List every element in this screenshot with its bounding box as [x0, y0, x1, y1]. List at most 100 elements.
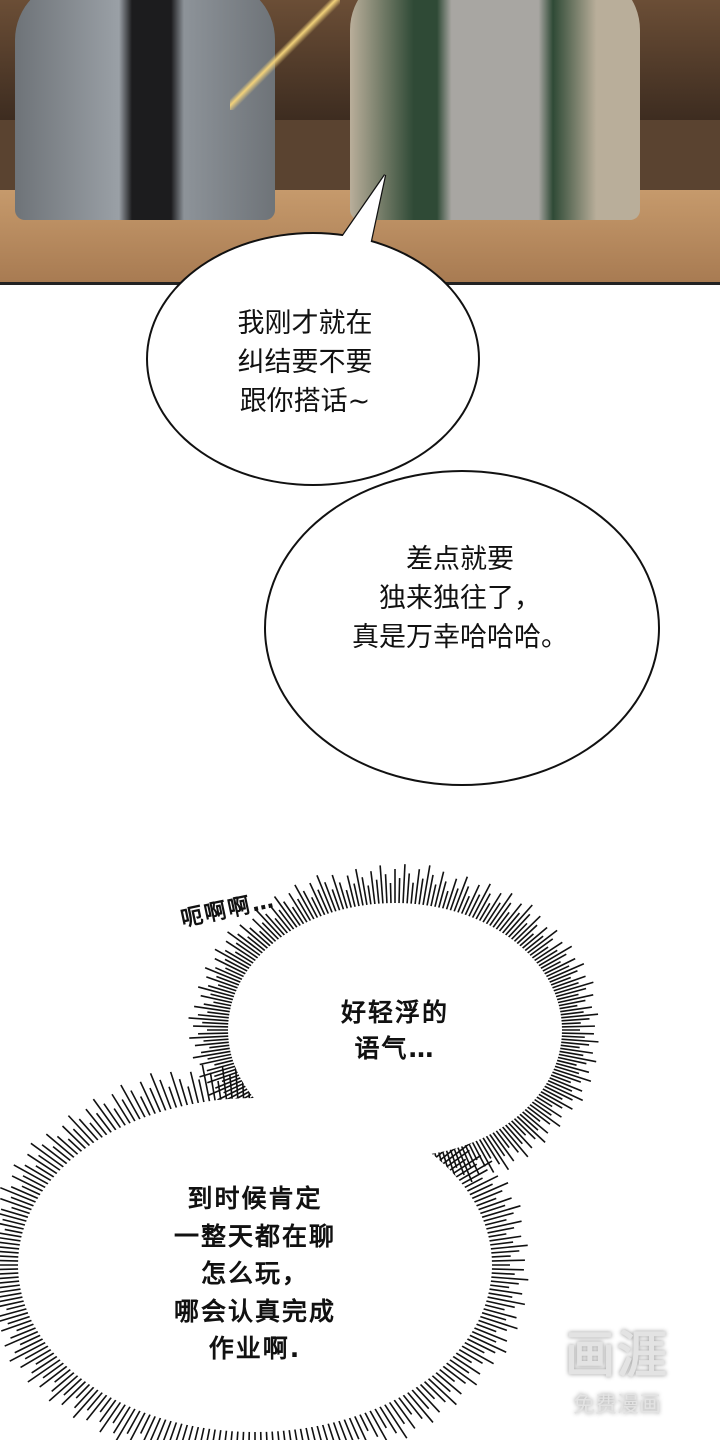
spike-line	[559, 1035, 585, 1039]
spike-line	[13, 1164, 51, 1186]
spike-line	[210, 993, 235, 1001]
spike-line	[454, 1351, 473, 1364]
bubble-line: 独来独往了，	[379, 583, 541, 615]
spike-line	[51, 1370, 76, 1393]
spike-line	[227, 931, 262, 958]
spike-line	[229, 1074, 234, 1101]
spike-line	[111, 1093, 132, 1126]
spike-line	[457, 1347, 483, 1365]
spike-line	[326, 1421, 335, 1440]
spike-line	[488, 1284, 510, 1289]
spike-line	[0, 1259, 21, 1262]
spike-line	[373, 1406, 387, 1429]
spike-line	[200, 994, 235, 1004]
spike-line	[112, 1402, 127, 1424]
spike-line	[547, 1076, 583, 1092]
spike-line	[20, 1347, 53, 1369]
spike-line	[488, 1244, 528, 1250]
spike-line	[235, 942, 260, 960]
spike-line	[486, 1233, 507, 1239]
spike-line	[42, 1361, 66, 1379]
spike-line	[129, 1410, 147, 1440]
spike-line	[429, 884, 437, 909]
spike-line	[437, 881, 447, 910]
spike-line	[198, 1079, 206, 1105]
spike-line	[139, 1412, 152, 1434]
spike-line	[489, 1250, 520, 1254]
spike-line	[126, 1408, 142, 1435]
spike-line	[159, 1079, 173, 1112]
spike-line	[10, 1196, 36, 1208]
spike-line	[503, 1123, 523, 1145]
spike-line	[225, 940, 258, 963]
spike-line	[56, 1135, 80, 1157]
spike-line	[0, 1232, 24, 1239]
spike-line	[370, 871, 376, 907]
spike-line	[316, 875, 334, 915]
spike-line	[553, 987, 587, 998]
spike-line	[520, 1109, 549, 1134]
spike-line	[207, 1053, 234, 1060]
spike-line	[14, 1337, 45, 1354]
spike-line	[463, 1143, 480, 1175]
spike-line	[515, 1114, 546, 1143]
spike-line	[31, 1354, 59, 1374]
spike-line	[410, 882, 414, 906]
spike-line	[294, 884, 316, 922]
spike-line	[481, 1307, 517, 1319]
spike-line	[467, 1141, 478, 1161]
spike-line	[302, 890, 320, 920]
spike-line	[103, 1103, 123, 1130]
spiky-bubble-2-fill	[18, 1098, 492, 1432]
spike-line	[460, 895, 471, 916]
spike-line	[0, 1319, 34, 1332]
spike-line	[0, 1241, 22, 1246]
spike-line	[0, 1250, 21, 1254]
spike-line	[214, 966, 245, 981]
watermark-subtitle: 免费漫画	[572, 1393, 661, 1418]
spike-line	[207, 984, 238, 996]
spike-line	[89, 1122, 105, 1140]
spike-line	[342, 1417, 354, 1440]
spike-line	[497, 903, 523, 934]
spike-line	[363, 1410, 379, 1438]
spike-line	[387, 1400, 406, 1425]
spike-line	[192, 1050, 233, 1059]
spike-line	[509, 922, 528, 942]
spike-line	[63, 1376, 84, 1396]
spike-line	[559, 1025, 595, 1028]
spike-line	[0, 1186, 38, 1204]
spike-line	[559, 1022, 581, 1025]
spike-line	[476, 1197, 512, 1211]
spike-line	[410, 1387, 430, 1410]
spike-line	[11, 1175, 45, 1193]
spike-line	[481, 892, 502, 925]
spike-line	[476, 1319, 508, 1332]
spike-line	[547, 970, 578, 984]
spike-line	[462, 1177, 483, 1190]
spike-line	[338, 882, 349, 911]
spike-line	[204, 967, 243, 984]
spike-line	[61, 1125, 88, 1151]
spike-line	[206, 1426, 211, 1440]
spiky-bubble-1-fill	[228, 903, 562, 1157]
spike-line	[538, 953, 567, 970]
spike-line	[401, 1393, 423, 1420]
spike-line	[452, 876, 469, 914]
spike-line	[528, 938, 554, 958]
spike-line	[457, 1160, 493, 1183]
spike-line	[35, 1351, 56, 1365]
spike-line	[201, 1064, 211, 1104]
watermark-logo-text: 画涯	[565, 1326, 669, 1384]
spike-line	[557, 1050, 584, 1057]
spike-line	[383, 1402, 408, 1439]
spike-line	[0, 1295, 25, 1303]
spike-line	[0, 1272, 21, 1275]
spike-line	[459, 1344, 494, 1365]
spike-line	[559, 1032, 594, 1035]
spike-line	[447, 1358, 470, 1374]
spike-line	[200, 1047, 232, 1054]
spike-line	[9, 1340, 48, 1362]
spike-line	[248, 1429, 251, 1440]
